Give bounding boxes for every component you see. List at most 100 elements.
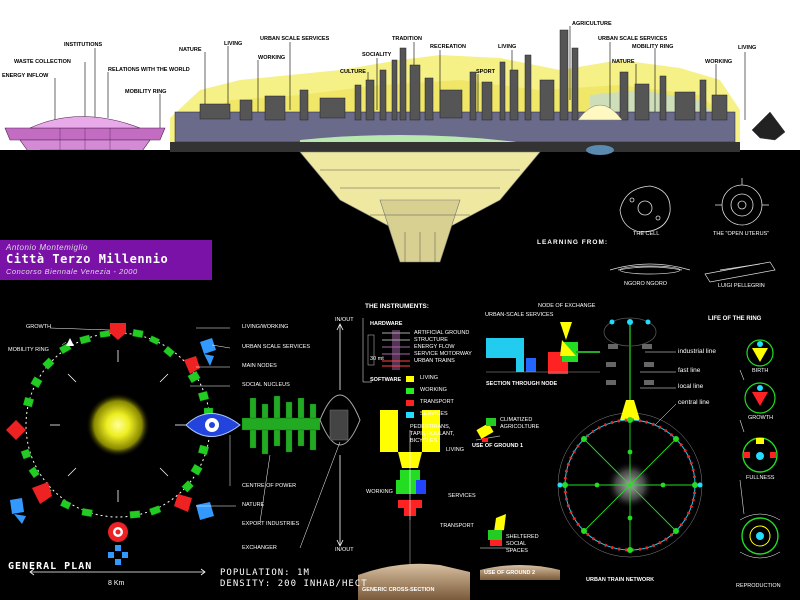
- label-recreation: RECREATION: [430, 44, 466, 50]
- learning-luigi: LUIGI PELLEGRIN: [718, 283, 765, 289]
- learning-uterus: THE "OPEN UTERUS": [713, 231, 770, 237]
- label-urban-scale-services-2: URBAN SCALE SERVICES: [598, 36, 668, 42]
- label-sociality: SOCIALITY: [362, 52, 392, 58]
- life-birth: BIRTH: [752, 368, 769, 374]
- hw-artificial-ground: ARTIFICIAL GROUND: [414, 330, 470, 336]
- export-industries: [241, 395, 321, 455]
- plan-label-nature: NATURE: [242, 502, 265, 508]
- software-heading: SOFTWARE: [370, 377, 402, 383]
- instruments-heading: THE INSTRUMENTS:: [365, 303, 429, 310]
- label-nature: NATURE: [179, 47, 202, 53]
- software-legend: [406, 376, 414, 418]
- reproduction-drawing: [739, 513, 781, 559]
- learning-ngoro: NGORO NGORO: [624, 281, 668, 287]
- ground-2-drawing: [480, 514, 560, 580]
- project-subtitle: Concorso Biennale Venezia - 2000: [6, 267, 138, 276]
- plan-label-export-industries: EXPORT INDUSTRIES: [242, 521, 300, 527]
- cs-living: LIVING: [446, 447, 465, 453]
- general-plan-title: GENERAL PLAN: [8, 561, 93, 572]
- exchanger: [319, 394, 361, 446]
- label-institutions: INSTITUTIONS: [64, 42, 103, 48]
- plan-label-centre-of-power: CENTRE OF POWER: [242, 483, 297, 489]
- label-mobility-ring-2: MOBILITY RING: [632, 44, 674, 50]
- birth-drawing: [746, 339, 774, 367]
- life-ring-heading: LIFE OF THE RING: [708, 316, 762, 322]
- plan-label-main-nodes: MAIN NODES: [242, 363, 277, 369]
- author-name: Antonio Montemiglio: [6, 243, 88, 252]
- node-section-title: SECTION THROUGH NODE: [486, 381, 558, 387]
- node-section-drawing: [486, 322, 600, 374]
- ground-climatized-2: AGRICOLTURE: [500, 424, 540, 430]
- label-nature-2: NATURE: [612, 59, 635, 65]
- plan-label-in-out-bottom: IN/OUT: [335, 547, 354, 553]
- cs-tapis: TAPIS ROULANT,: [410, 431, 455, 437]
- hw-urban-trains: URBAN TRAINS: [414, 358, 455, 364]
- plan-leaders: [49, 327, 341, 549]
- ground-sheltered-1: SHELTERED: [506, 534, 539, 540]
- density-stat: DENSITY: 200 INHAB/HECT: [220, 579, 368, 589]
- label-working: WORKING: [258, 55, 286, 61]
- ground-slab: [170, 142, 740, 152]
- train-network: [557, 317, 703, 558]
- general-plan: [6, 323, 241, 565]
- scale-label: 8 Km: [108, 580, 125, 587]
- project-title: Città Terzo Millennio: [6, 252, 169, 266]
- learning-cell: THE CELL: [633, 231, 660, 237]
- plan-label-urban-services: URBAN SCALE SERVICES: [242, 344, 311, 350]
- label-relations-with-world: RELATIONS WITH THE WORLD: [108, 67, 190, 73]
- label-urban-scale-services: URBAN SCALE SERVICES: [260, 36, 330, 42]
- right-structure: [751, 111, 786, 141]
- title-block: Antonio Montemiglio Città Terzo Millenni…: [0, 240, 212, 280]
- use-of-ground-2: USE OF GROUND 2: [484, 570, 536, 576]
- sw-transport: TRANSPORT: [420, 399, 454, 405]
- plan-label-in-out-top: IN/OUT: [335, 317, 354, 323]
- train-central-line: central line: [678, 399, 710, 406]
- hardware-heading: HARDWARE: [370, 321, 403, 327]
- uterus-drawing: [715, 178, 769, 226]
- underground-structure: [299, 151, 541, 263]
- life-reproduction: REPRODUCTION: [736, 583, 781, 589]
- label-living-3: LIVING: [738, 45, 757, 51]
- hw-energy-flow: ENERGY FLOW: [414, 344, 455, 350]
- cs-pedestrians: PEDESTRIANS,: [410, 424, 451, 430]
- ground-sheltered-2: SOCIAL: [506, 541, 527, 547]
- label-tradition: TRADITION: [392, 36, 422, 42]
- cross-section-drawing: [358, 410, 470, 600]
- plan-label-mobility-ring: MOBILITY RING: [8, 347, 49, 353]
- growth-arrows: [50, 350, 186, 502]
- cell-drawing: [619, 185, 671, 233]
- train-industrial-line: industrial line: [678, 348, 716, 355]
- cross-section-title: GENERIC CROSS-SECTION: [362, 587, 435, 593]
- label-living-2: LIVING: [498, 44, 517, 50]
- population-stat: POPULATION: 1M: [220, 568, 310, 578]
- sw-living: LIVING: [420, 375, 439, 381]
- growth-marker: [66, 338, 74, 346]
- plan-label-growth: GROWTH: [26, 324, 52, 330]
- fullness-drawing: [742, 437, 778, 473]
- ngoro-drawing: [609, 263, 691, 275]
- dome: [577, 104, 623, 121]
- hw-service-motorway: SERVICE MOTORWAY: [414, 351, 472, 357]
- life-growth: GROWTH: [748, 415, 774, 421]
- plan-label-living-working: LIVING/WORKING: [242, 324, 289, 330]
- life-fullness: FULLNESS: [746, 475, 775, 481]
- ground-sheltered-3: SPACES: [506, 548, 528, 554]
- train-fast-line: fast line: [678, 367, 701, 374]
- label-waste-collection: WASTE COLLECTION: [14, 59, 71, 65]
- cs-working: WORKING: [366, 489, 393, 495]
- train-network-title: URBAN TRAIN NETWORK: [586, 577, 655, 583]
- growth-drawing: [744, 382, 776, 414]
- cs-transport: TRANSPORT: [440, 523, 474, 529]
- cs-bicycles: BICYCLES: [410, 438, 438, 444]
- learning-heading: LEARNING FROM:: [537, 239, 609, 246]
- label-culture: CULTURE: [340, 69, 366, 75]
- label-sport: SPORT: [476, 69, 495, 75]
- hardware-diagram: [367, 330, 410, 370]
- cs-services: SERVICES: [448, 493, 476, 499]
- node-urban-scale: URBAN-SCALE SERVICES: [485, 312, 554, 318]
- use-of-ground-1: USE OF GROUND 1: [472, 443, 524, 449]
- label-energy-inflow: ENERGY INFLOW: [2, 73, 49, 79]
- plan-label-social-nucleus: SOCIAL NUCLEUS: [242, 382, 290, 388]
